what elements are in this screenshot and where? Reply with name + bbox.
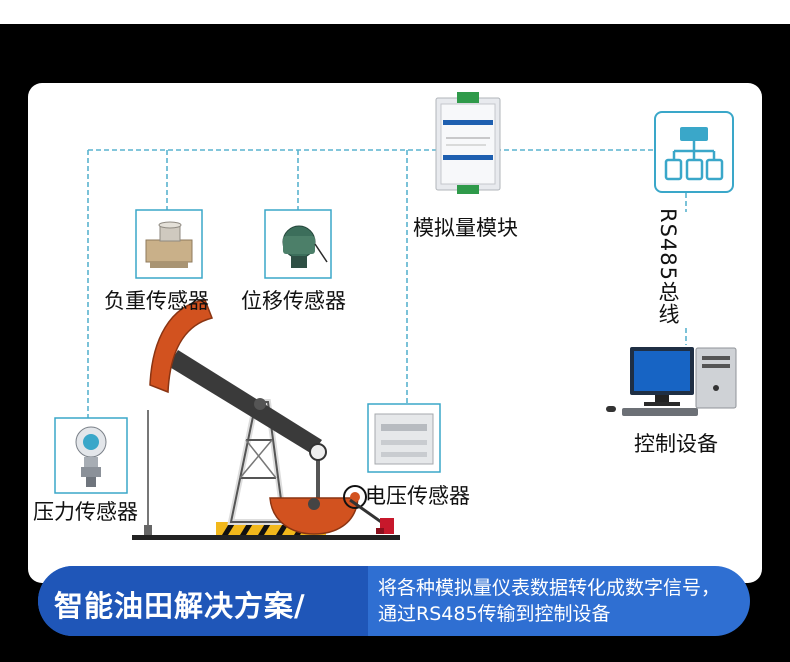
banner-title: 智能油田解决方案/	[54, 589, 306, 623]
displacement-sensor-device	[264, 209, 332, 279]
pressure-sensor-label: 压力传感器	[33, 500, 138, 524]
load-sensor-label: 负重传感器	[104, 289, 209, 313]
voltage-sensor-device	[367, 403, 441, 473]
banner-title-block	[38, 566, 368, 636]
diagram-panel	[28, 83, 762, 583]
top-white-strip	[0, 0, 790, 24]
bus-lines	[87, 149, 687, 418]
voltage-sensor-label: 电压传感器	[365, 484, 470, 508]
load-sensor-device	[135, 209, 203, 279]
solution-banner: 智能油田解决方案/ 将各种模拟量仪表数据转化成数字信号，通过RS485传输到控制…	[38, 566, 750, 636]
pressure-sensor-device	[54, 417, 128, 494]
desktop-computer-icon	[606, 347, 737, 416]
banner-description: 将各种模拟量仪表数据转化成数字信号，通过RS485传输到控制设备	[378, 577, 721, 625]
control-device-label: 控制设备	[634, 432, 718, 456]
network-topology-icon	[654, 111, 734, 193]
displacement-sensor-label: 位移传感器	[241, 289, 346, 313]
rs485-bus-label: RS485总线	[656, 208, 680, 326]
analog-module-label: 模拟量模块	[413, 216, 518, 240]
pump-jack	[132, 299, 400, 540]
analog-module-device	[435, 92, 501, 194]
